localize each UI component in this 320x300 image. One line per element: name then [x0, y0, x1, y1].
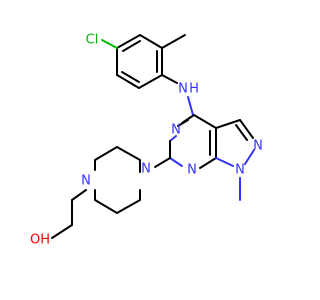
- bond: [139, 34, 163, 49]
- methyl-bond: [161, 34, 186, 49]
- bond: [215, 157, 234, 167]
- pyrimidine-nitrogen-top-label: N: [171, 123, 181, 138]
- hydroxyl-label: OH: [30, 233, 50, 248]
- chain-bond: [51, 224, 73, 239]
- double-bond: [177, 119, 189, 127]
- amine-bond: [187, 96, 194, 116]
- piperazine-nitrogen-top-label: N: [141, 162, 151, 177]
- amine-bond: [161, 74, 178, 84]
- pyrimidine-ring: [169, 114, 217, 169]
- amine-hydrogen-label: H: [189, 82, 199, 97]
- chlorophenyl-ring: [116, 34, 163, 89]
- pyrimidine-nitrogen-bottom-label: N: [187, 163, 197, 178]
- double-bond: [122, 40, 141, 52]
- bond: [116, 199, 141, 214]
- pyrazole-ring: [215, 119, 255, 167]
- bond: [116, 146, 141, 161]
- chlorine-atom-label: Cl: [86, 33, 99, 48]
- chloro-bond: [101, 39, 118, 49]
- bond: [169, 135, 177, 142]
- bond: [94, 146, 118, 161]
- piperazine-ring: [94, 146, 141, 214]
- bond: [138, 74, 163, 89]
- amine-nitrogen-label: N: [178, 82, 188, 97]
- pyrazole-nitrogen-label: N: [253, 139, 263, 154]
- double-bond: [121, 71, 140, 83]
- bond: [169, 157, 183, 167]
- bond: [193, 114, 217, 129]
- double-bond: [235, 124, 248, 141]
- bond: [116, 34, 141, 49]
- bond: [94, 199, 118, 214]
- methyl-nitrogen-label: N: [235, 163, 245, 178]
- molecule-structure: Cl N H N N N N N N OH: [30, 33, 263, 248]
- bond: [239, 119, 254, 139]
- chain-bond: [71, 189, 87, 201]
- bond: [215, 119, 241, 129]
- piperazine-link-bond: [154, 157, 171, 168]
- bond: [116, 74, 140, 89]
- piperazine-nitrogen-bottom-label: N: [81, 174, 91, 189]
- bond: [244, 149, 255, 165]
- bond: [199, 157, 217, 169]
